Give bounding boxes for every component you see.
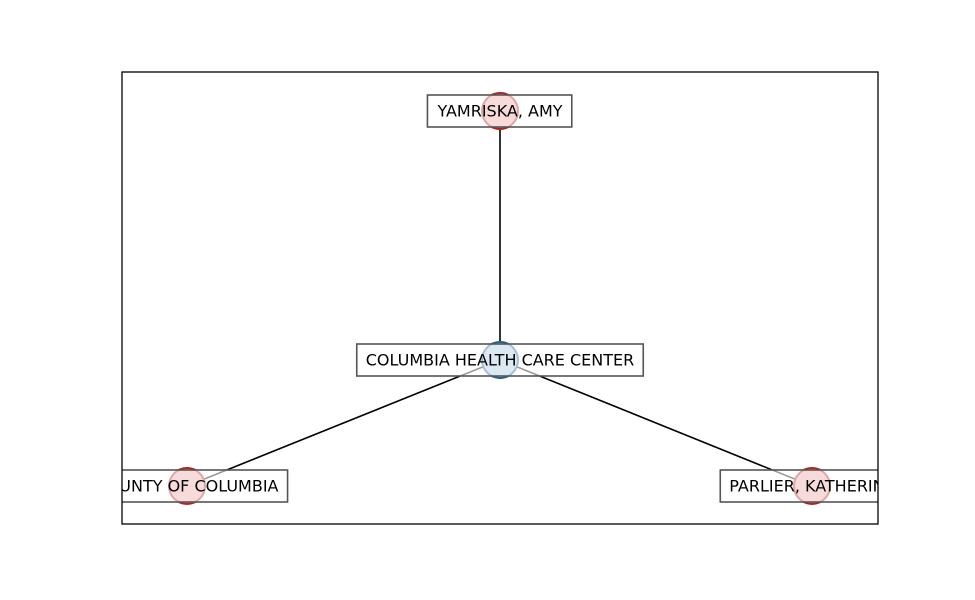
node-label-box xyxy=(719,469,878,503)
plot-area: YAMRISKA, AMY COLUMBIA HEALTH CARE CENTER… xyxy=(96,92,894,505)
labels-layer: YAMRISKA, AMY COLUMBIA HEALTH CARE CENTER… xyxy=(96,94,894,503)
node-label-text: YAMRISKA, AMY xyxy=(436,102,562,121)
edges-layer xyxy=(186,111,813,487)
node-label-parlier: PARLIER, KATHERINE xyxy=(719,469,894,503)
node-label-center: COLUMBIA HEALTH CARE CENTER xyxy=(355,343,645,377)
node-label-text: COLUMBIA HEALTH CARE CENTER xyxy=(366,351,635,370)
node-label-box xyxy=(426,94,573,128)
node-label-yamriska: YAMRISKA, AMY xyxy=(426,94,573,128)
node-label-box xyxy=(122,469,289,503)
node-label-text: COUNTY OF COLUMBIA xyxy=(96,477,279,496)
edge-center-parlier xyxy=(499,359,813,487)
node-label-text: PARLIER, KATHERINE xyxy=(729,477,894,496)
node-label-box xyxy=(355,343,645,377)
plot-frame xyxy=(121,71,879,525)
node-label-county: COUNTY OF COLUMBIA xyxy=(96,469,289,503)
edge-center-county xyxy=(186,359,501,487)
